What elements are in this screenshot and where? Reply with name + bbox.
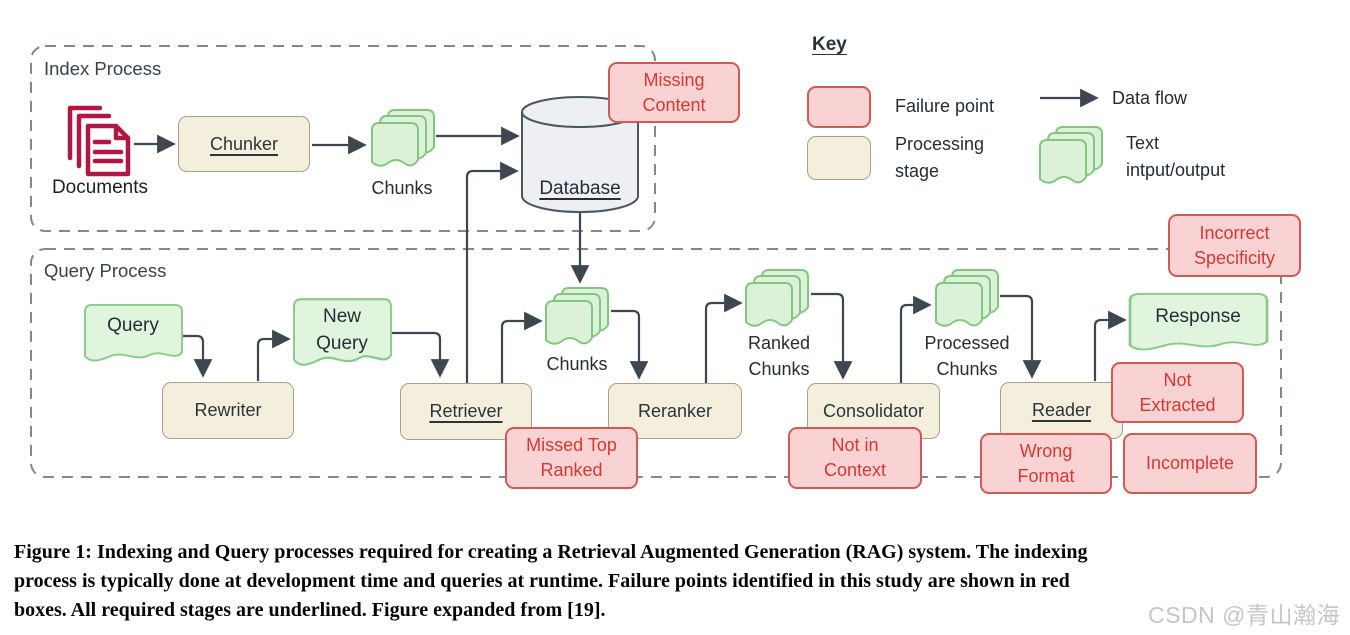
chunks-index-icon (371, 109, 435, 167)
database-icon (521, 96, 639, 214)
key-stage-swatch (807, 136, 871, 180)
documents-icon (67, 105, 131, 177)
watermark: CSDN @青山瀚海 (1148, 602, 1340, 628)
index-process-title: Index Process (44, 58, 162, 79)
arrow-query-rewriter (183, 334, 213, 378)
rewriter-label: Rewriter (194, 400, 262, 420)
failure-wrong-format: Wrong Format (980, 433, 1112, 494)
chunker-stage: Chunker (178, 116, 310, 172)
retriever-label: Retriever (429, 401, 503, 421)
key-failure-swatch (807, 86, 871, 128)
chunker-label: Chunker (209, 133, 279, 154)
rewriter-stage: Rewriter (162, 382, 294, 439)
arrow-reranker-rankedchunks (704, 293, 743, 384)
key-text-io-icon (1039, 126, 1103, 184)
arrow-rewriter-newquery (256, 329, 291, 381)
chunks-query-icon (545, 287, 609, 345)
reranker-label: Reranker (637, 400, 713, 421)
reranker-stage: Reranker (608, 383, 742, 439)
chunks-index-label: Chunks (371, 178, 433, 198)
arrow-retriever-database (465, 161, 519, 385)
query-process-title: Query Process (44, 260, 167, 281)
key-title: Key (812, 34, 847, 55)
key-failure-label: Failure point (895, 96, 995, 116)
consolidator-label: Consolidator (822, 400, 925, 421)
failure-missed-top-ranked: Missed Top Ranked (505, 427, 638, 489)
reader-stage: Reader (1000, 382, 1123, 439)
ranked-chunks-label: Ranked Chunks (747, 333, 811, 379)
key-dataflow-label: Data flow (1112, 88, 1188, 108)
key-stage-label: Processing stage (895, 134, 985, 181)
diagram-graphics: .pg { fill:#dcf2d8; stroke:#83c681; stro… (30, 45, 1282, 478)
failure-not-extracted: Not Extracted (1111, 362, 1244, 423)
arrow-consolidator-processedchunks (899, 295, 932, 384)
documents-label: Documents (51, 177, 149, 198)
arrow-reader-response (1093, 310, 1127, 381)
arrow-newquery-retriever (392, 331, 450, 378)
failure-incorrect-specificity: Incorrect Specificity (1168, 214, 1301, 277)
new-query-label: New Query (316, 306, 368, 354)
processed-chunks-label: Processed Chunks (924, 333, 1010, 379)
key-text-io-label: Text intput/output (1126, 133, 1226, 180)
query-label: Query (107, 315, 159, 336)
figure-caption: Figure 1: Indexing and Query processes r… (14, 541, 1088, 621)
flow-arrows (134, 88, 1127, 385)
database-label: Database (539, 178, 621, 199)
failure-missing-content: Missing Content (608, 62, 740, 123)
reader-label: Reader (1031, 400, 1092, 420)
response-label: Response (1155, 306, 1241, 327)
arrow-rankedchunks-consolidator (811, 292, 853, 380)
failure-incomplete: Incomplete (1123, 433, 1257, 494)
failure-not-in-context: Not in Context (788, 427, 922, 489)
query-process-border (30, 248, 1282, 478)
arrow-processedchunks-reader (1000, 294, 1042, 379)
arrow-chunks-reranker (611, 309, 649, 380)
arrow-retriever-chunks (500, 311, 543, 384)
chunks-query-label: Chunks (546, 354, 608, 374)
processed-chunks-icon (935, 269, 999, 327)
ranked-chunks-icon (745, 269, 809, 327)
